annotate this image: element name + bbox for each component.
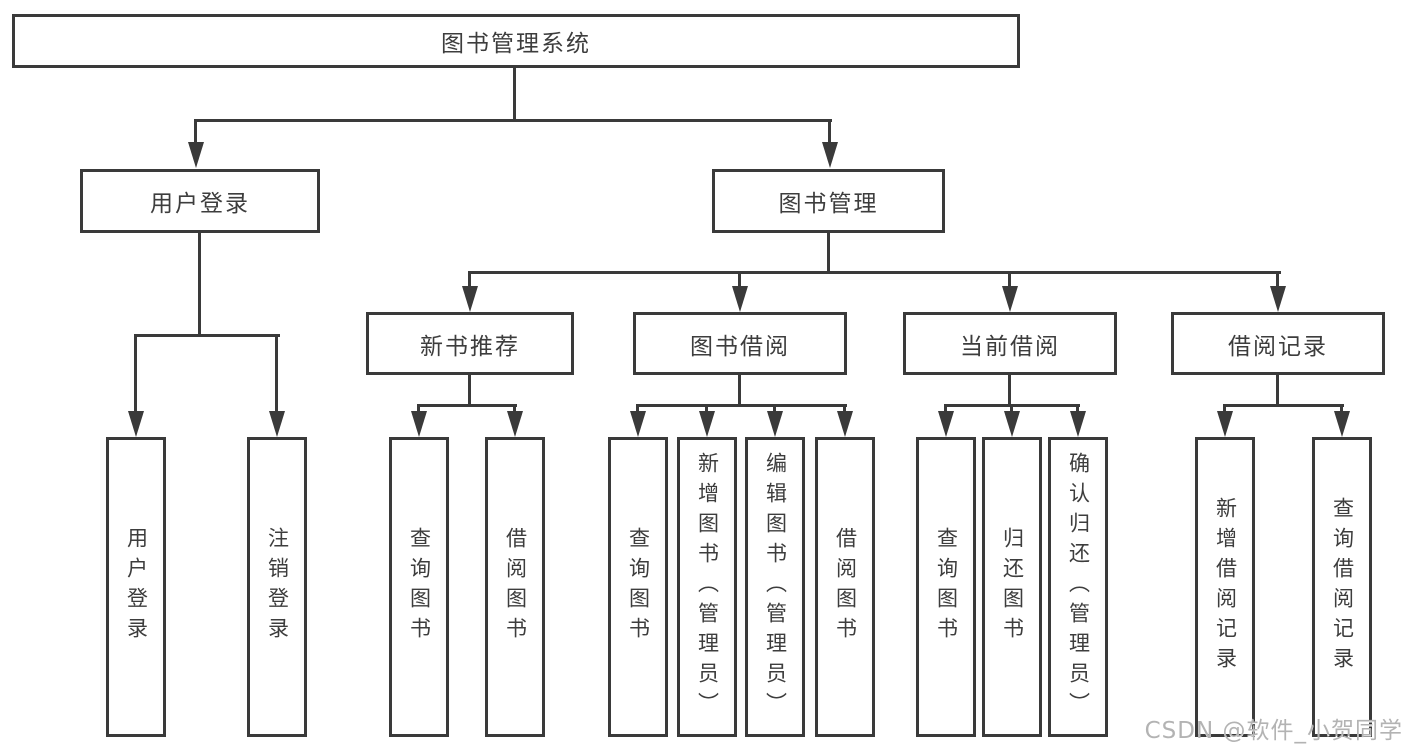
connector-drop-user	[194, 119, 197, 147]
arrowhead-icon	[411, 411, 427, 437]
arrowhead-icon	[1334, 411, 1350, 437]
connector-records-stem	[1276, 374, 1279, 407]
csdn-watermark: CSDN @软件_小贺同学	[1144, 718, 1403, 744]
arrowhead-icon	[1217, 411, 1233, 437]
arrowhead-icon	[822, 142, 838, 168]
arrowhead-icon	[1270, 286, 1286, 312]
connector-root-bus	[194, 119, 832, 122]
connector-user-stem	[198, 232, 201, 336]
leaf-query-books-current: 查询图书	[916, 437, 976, 737]
connector-drop-current	[1008, 271, 1011, 291]
arrowhead-icon	[507, 411, 523, 437]
connector-book-bus	[468, 271, 1281, 274]
node-new-book-recommend: 新书推荐	[366, 312, 574, 375]
node-current-borrow: 当前借阅	[903, 312, 1117, 375]
connector-drop-recommend	[468, 271, 471, 291]
connector-drop-leaf	[773, 404, 776, 416]
connector-drop-logout	[275, 334, 278, 414]
arrowhead-icon	[732, 286, 748, 312]
arrowhead-icon	[462, 286, 478, 312]
connector-drop-leaf	[1010, 404, 1013, 416]
connector-drop-records	[1276, 271, 1279, 291]
connector-user-bus	[134, 334, 280, 337]
leaf-query-borrow-record: 查询借阅记录	[1312, 437, 1372, 737]
connector-drop-book	[828, 119, 831, 147]
leaf-borrow-books-recommend: 借阅图书	[485, 437, 545, 737]
arrowhead-icon	[1002, 286, 1018, 312]
leaf-add-borrow-record: 新增借阅记录	[1195, 437, 1255, 737]
arrowhead-icon	[837, 411, 853, 437]
connector-records-bus	[1223, 404, 1344, 407]
node-book-borrow: 图书借阅	[633, 312, 847, 375]
leaf-query-books-borrow: 查询图书	[608, 437, 668, 737]
arrowhead-icon	[128, 411, 144, 437]
leaf-user-login: 用户登录	[106, 437, 166, 737]
connector-drop-leaf	[1223, 404, 1226, 416]
arrowhead-icon	[699, 411, 715, 437]
connector-drop-borrow	[738, 271, 741, 291]
connector-root-stem	[513, 66, 516, 121]
arrowhead-icon	[1070, 411, 1086, 437]
arrowhead-icon	[1004, 411, 1020, 437]
connector-drop-leaf	[636, 404, 639, 416]
connector-borrow-stem	[738, 374, 741, 407]
connector-drop-leaf	[1076, 404, 1079, 416]
leaf-add-book-admin: 新增图书（管理员）	[677, 437, 737, 737]
connector-drop-leaf	[843, 404, 846, 416]
connector-drop-leaf	[417, 404, 420, 416]
connector-recommend-stem	[468, 374, 471, 407]
connector-drop-login	[134, 334, 137, 414]
arrowhead-icon	[767, 411, 783, 437]
connector-drop-leaf	[944, 404, 947, 416]
connector-drop-leaf	[1340, 404, 1343, 416]
connector-drop-leaf	[705, 404, 708, 416]
arrowhead-icon	[630, 411, 646, 437]
connector-drop-leaf	[513, 404, 516, 416]
leaf-logout: 注销登录	[247, 437, 307, 737]
connector-borrow-bus	[636, 404, 847, 407]
node-borrow-records: 借阅记录	[1171, 312, 1385, 375]
arrowhead-icon	[188, 142, 204, 168]
node-user-login: 用户登录	[80, 169, 320, 233]
arrowhead-icon	[269, 411, 285, 437]
leaf-return-books: 归还图书	[982, 437, 1042, 737]
leaf-edit-book-admin: 编辑图书（管理员）	[745, 437, 805, 737]
leaf-confirm-return-admin: 确认归还（管理员）	[1048, 437, 1108, 737]
arrowhead-icon	[938, 411, 954, 437]
connector-current-stem	[1008, 374, 1011, 407]
leaf-query-books-recommend: 查询图书	[389, 437, 449, 737]
node-library-system: 图书管理系统	[12, 14, 1020, 68]
connector-book-stem	[827, 232, 830, 273]
leaf-borrow-books: 借阅图书	[815, 437, 875, 737]
node-book-management: 图书管理	[712, 169, 945, 233]
connector-recommend-bus	[417, 404, 517, 407]
